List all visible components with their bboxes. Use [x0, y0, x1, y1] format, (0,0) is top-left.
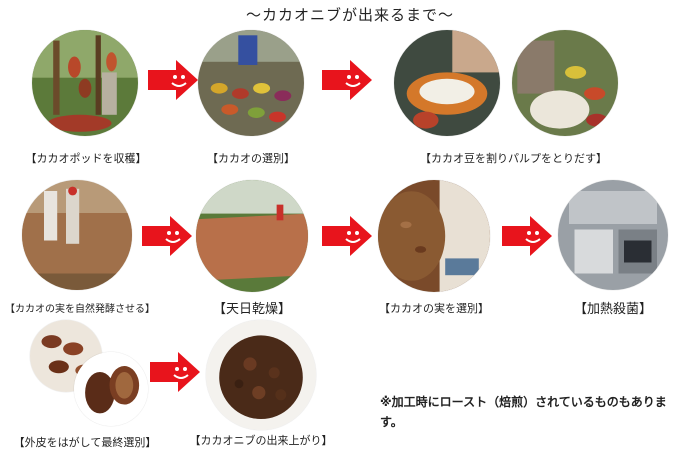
harvest-label: 【カカオポッドを収穫】 — [25, 152, 147, 165]
arrow-5 — [502, 216, 552, 256]
arrow-6 — [150, 352, 200, 392]
red-arrow-smiley-icon — [148, 60, 198, 100]
roasting-note: ※加工時にロースト（焙煎）されているものもあります。 — [380, 395, 667, 429]
nibs-done-label: 【カカオニブの出来上がり】 — [189, 434, 333, 447]
red-arrow-smiley-icon — [322, 216, 372, 256]
heat-sterilize-label: 【加熱殺菌】 — [573, 302, 652, 317]
arrow-1 — [148, 60, 198, 100]
red-arrow-smiley-icon — [502, 216, 552, 256]
sort-beans-photo — [378, 180, 490, 292]
sort-pods-photo — [198, 30, 304, 136]
split-pulp-label: 【カカオ豆を割りパルプをとりだす】 — [420, 152, 607, 165]
red-arrow-smiley-icon — [322, 60, 372, 100]
cacao-nibs-photo — [206, 320, 316, 430]
page-title: 〜カカオニブが出来るまで〜 — [245, 6, 454, 24]
arrow-4 — [322, 216, 372, 256]
sort-pods-label: 【カカオの選別】 — [207, 152, 295, 165]
peel-label: 【外皮をはがして最終選別】 — [13, 436, 157, 449]
arrow-3 — [142, 216, 192, 256]
red-arrow-smiley-icon — [150, 352, 200, 392]
ferment-photo — [22, 180, 132, 290]
harvest-photo — [32, 30, 138, 136]
arrow-2 — [322, 60, 372, 100]
sun-dry-label: 【天日乾燥】 — [212, 302, 291, 317]
sort-beans-label: 【カカオの実を選別】 — [379, 302, 489, 315]
heat-sterilize-photo — [558, 180, 668, 290]
sun-dry-photo — [196, 180, 308, 292]
split-pod-photo — [394, 30, 500, 136]
red-arrow-smiley-icon — [142, 216, 192, 256]
pulp-photo — [512, 30, 618, 136]
ferment-label: 【カカオの実を自然発酵させる】 — [5, 304, 155, 315]
peeled-bean-photo — [74, 352, 148, 426]
